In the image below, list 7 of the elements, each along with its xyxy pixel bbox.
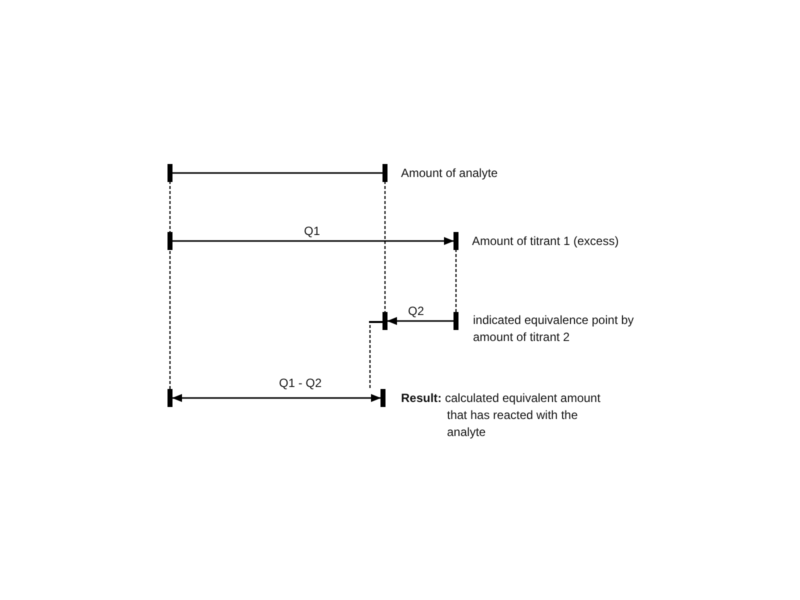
quantity-label: Q1 - Q2 <box>279 375 322 392</box>
measure-label: Amount of titrant 1 (excess) <box>472 233 619 250</box>
quantity-label: Q2 <box>408 303 424 320</box>
result-label: Result: calculated equivalent amount that has reacted with the analyte <box>401 390 601 441</box>
measure-label: Amount of analyte <box>401 165 498 182</box>
measure-label: indicated equivalence point by amount of titrant 2 <box>473 312 635 346</box>
quantity-label: Q1 <box>304 223 320 240</box>
